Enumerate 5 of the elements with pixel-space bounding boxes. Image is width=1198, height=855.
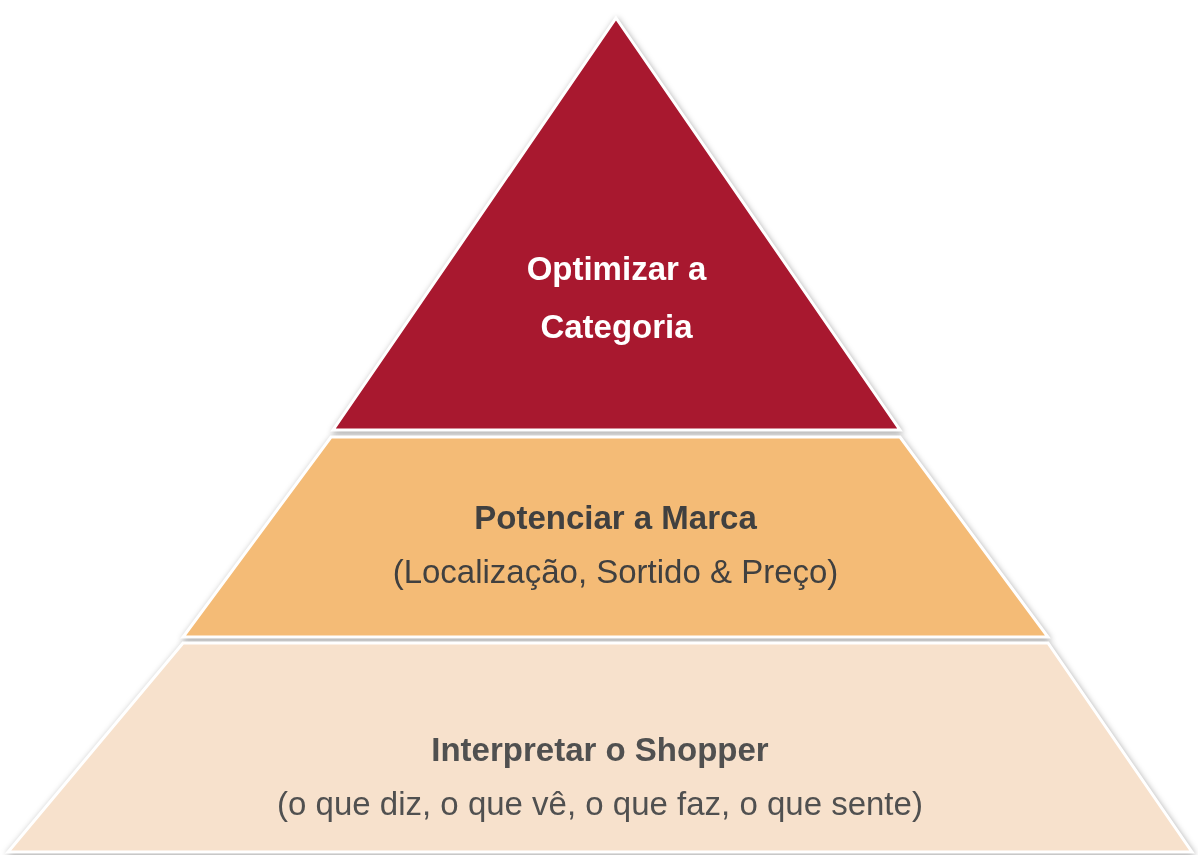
- tier-title: Interpretar o Shopper: [430, 730, 770, 770]
- tier-title: Optimizar a Categoria: [525, 249, 708, 347]
- tier-subtitle: (o que diz, o que vê, o que faz, o que sente): [276, 783, 924, 824]
- tier-title: Potenciar a Marca: [473, 498, 758, 538]
- tier-subtitle: (Localização, Sortido & Preço): [391, 551, 840, 592]
